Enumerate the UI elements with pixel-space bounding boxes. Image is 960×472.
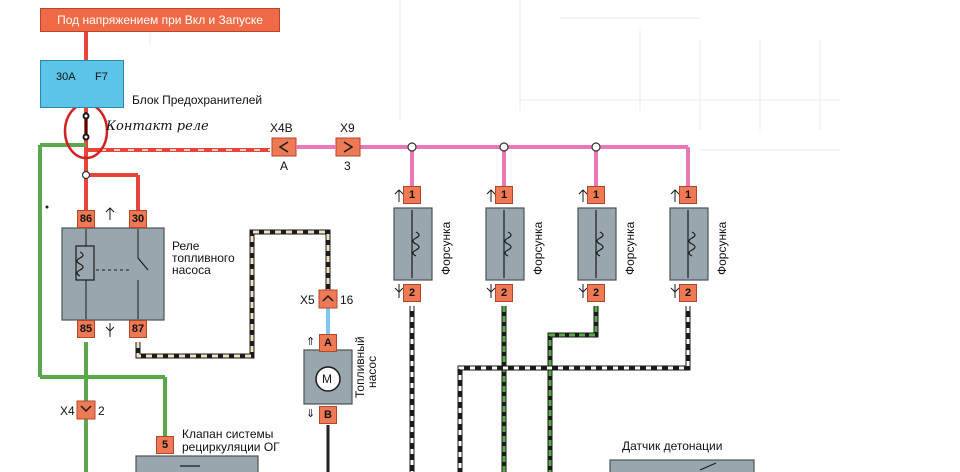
connector-x4-pin: 2: [98, 404, 105, 418]
relay-contact-label: Контакт реле: [106, 119, 209, 134]
connector-x9-pin: 3: [344, 159, 351, 173]
connector-x4-name: X4: [60, 404, 75, 418]
injector-3-pin-top: 1: [587, 186, 605, 204]
connector-x9-name: X9: [340, 121, 355, 135]
injector-1-label: Форсунка: [439, 221, 453, 275]
fuse-id: F7: [95, 71, 108, 83]
background-guides: [149, 0, 840, 151]
relay-pin-30: 30: [129, 210, 147, 228]
connector-x4b-name: X4B: [270, 121, 293, 135]
pump-pin-a: A: [319, 334, 337, 352]
injector-coils: [411, 210, 696, 278]
pump-diode-down: ⇓: [306, 408, 316, 420]
relay-pin-86: 86: [77, 210, 95, 228]
splice-dots: [81, 142, 601, 180]
knock-sensor-label: Датчик детонации: [622, 439, 723, 453]
relay-label-line3: насоса: [172, 263, 211, 277]
injector-4-pin-top: 1: [679, 186, 697, 204]
fuel-pump-body: [303, 349, 353, 405]
pump-pin-b: B: [319, 406, 337, 424]
pink-injector-wire: [298, 145, 690, 188]
injector-2-label: Форсунка: [531, 221, 545, 275]
stray-dot: [45, 205, 49, 209]
fuse-block-label: Блок Предохранителей: [132, 93, 263, 107]
knock-sensor-body: [609, 459, 755, 472]
relay-diode-symbols: [105, 207, 115, 337]
injector-4-label: Форсунка: [715, 221, 729, 275]
connector-x5-name: X5: [300, 293, 315, 307]
relay-pin-85: 85: [77, 320, 95, 338]
connector-x4b-symbol: [271, 137, 297, 157]
injector-2-pin-top: 1: [495, 186, 513, 204]
injector-diode-symbols: [394, 189, 680, 298]
egr-valve-body: [135, 455, 259, 472]
injector-1-pin-top: 1: [403, 186, 421, 204]
relay-label-line1: Реле: [172, 239, 200, 253]
relay-pin-87: 87: [129, 320, 147, 338]
pump-label-line2: насос: [365, 355, 379, 388]
header-banner: Под напряжением при Вкл и Запуске: [40, 8, 280, 32]
pump-motor-symbol: M: [322, 372, 332, 386]
connector-x5-symbol: [318, 289, 338, 309]
egr-valve-pin: 5: [156, 436, 174, 454]
connector-x5-pin: 16: [340, 293, 354, 307]
relay-body: [61, 227, 165, 321]
injector-2-pin-bottom: 2: [495, 284, 513, 302]
fuse-block: [40, 60, 124, 108]
relay-contact-symbol: [82, 112, 90, 141]
relay-label-line2: топливного: [172, 251, 235, 265]
injector-return-wires: [409, 306, 691, 472]
green-wire-left: [38, 143, 167, 472]
injector-3-pin-bottom: 2: [587, 284, 605, 302]
injector-4-pin-bottom: 2: [679, 284, 697, 302]
connector-x4b-pin: A: [280, 159, 289, 173]
knock-sensor-detail: [699, 462, 717, 471]
relay-to-pump-wire: [135, 229, 331, 359]
connector-x9-symbol: [335, 137, 361, 157]
injector-bodies: [393, 207, 709, 281]
fuse-rating: 30А: [56, 71, 76, 83]
injector-3-label: Форсунка: [623, 221, 637, 275]
egr-valve-label-line1: Клапан системы: [182, 427, 274, 441]
egr-valve-label-line2: рециркуляции ОГ: [182, 440, 280, 454]
pump-diode-up: ⇑: [306, 336, 316, 348]
injector-1-pin-bottom: 2: [403, 284, 421, 302]
connector-x4-symbol: [76, 400, 96, 420]
